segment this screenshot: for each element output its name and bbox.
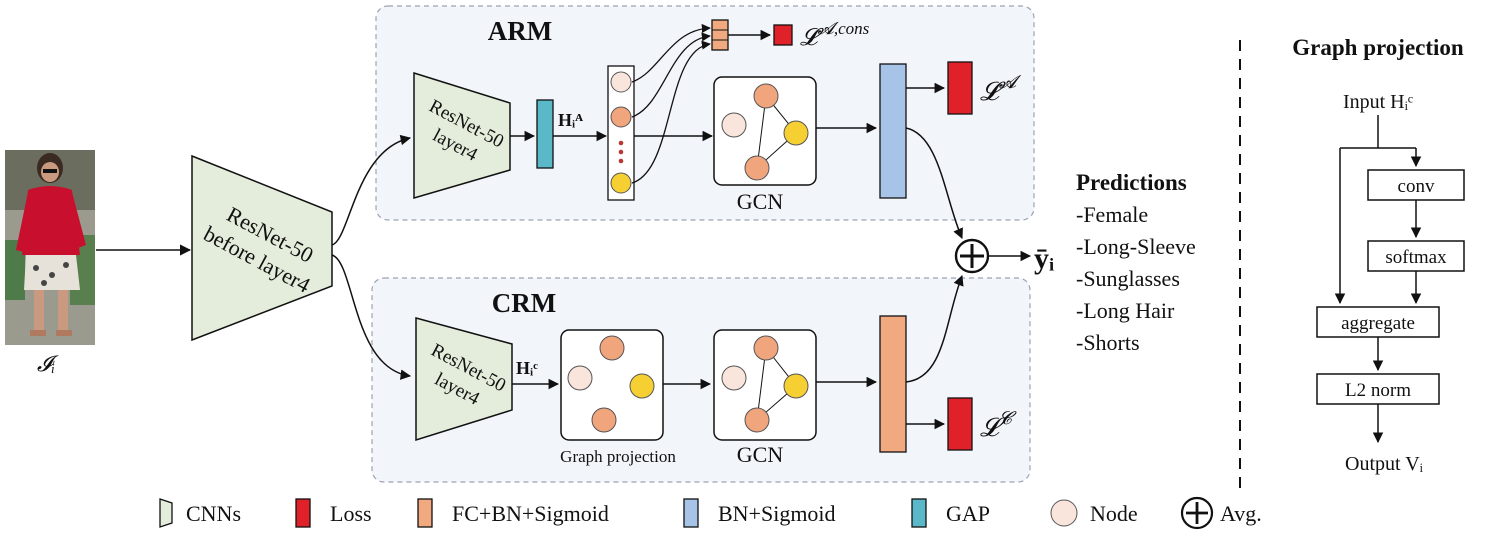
crm-gcn-label: GCN	[737, 442, 784, 467]
arm-cons-fc-block	[711, 19, 729, 51]
legend-bn-swatch	[683, 498, 699, 528]
panel-step-aggregate-box	[1316, 306, 1440, 338]
crm-fc-block	[879, 315, 907, 453]
legend-avg-swatch	[1180, 496, 1214, 530]
legend-loss-swatch	[295, 498, 311, 528]
legend-fc-swatch	[417, 498, 433, 528]
arm-gcn-label: GCN	[737, 189, 784, 214]
prediction-item: -Long Hair	[1076, 298, 1175, 323]
legend-gap-label: GAP	[946, 501, 990, 526]
legend-node-swatch	[1050, 499, 1078, 527]
legend-bn-label: BN+Sigmoid	[718, 501, 836, 526]
panel-step-softmax-label: softmax	[1385, 247, 1447, 268]
panel-step-conv-box	[1367, 169, 1465, 201]
output-label: ȳᵢ	[1034, 242, 1054, 275]
legend-loss-label: Loss	[330, 501, 372, 526]
legend-avg-label: Avg.	[1220, 501, 1262, 526]
predictions-list: -Female -Long-Sleeve -Sunglasses -Long Hair…	[1076, 202, 1196, 355]
arm-node-2	[610, 106, 632, 128]
arm-title: ARM	[488, 16, 552, 46]
crm-feature-label: Hᵢᶜ	[516, 358, 538, 378]
panel-step-aggregate-label: aggregate	[1341, 313, 1415, 334]
legend-fc-label: FC+BN+Sigmoid	[452, 501, 609, 526]
panel-step-l2norm-label: L2 norm	[1345, 380, 1411, 401]
arm-node-1	[610, 71, 632, 93]
prediction-item: -Female	[1076, 202, 1148, 227]
crm-resnet-layer4	[415, 317, 513, 442]
legend: CNNs Loss FC+BN+Sigmoid BN+Sigmoid GAP N…	[159, 496, 1262, 530]
input-label: 𝓘ᵢ	[37, 351, 59, 376]
arm-bn-sigmoid-block	[879, 63, 907, 199]
panel-input-label: Input Hᵢᶜ	[1343, 91, 1413, 113]
crm-loss-block	[947, 397, 973, 451]
crm-title: CRM	[492, 288, 556, 318]
legend-gap-swatch	[911, 498, 927, 528]
crm-graph-projection-label: Graph projection	[560, 447, 676, 466]
arm-resnet-layer4	[413, 71, 511, 199]
backbone-resnet50	[191, 154, 333, 342]
arm-gcn-box	[713, 76, 817, 186]
legend-cnn-swatch	[159, 498, 173, 528]
crm-gcn-box	[713, 329, 817, 441]
prediction-item: -Shorts	[1076, 330, 1140, 355]
legend-node-label: Node	[1090, 501, 1138, 526]
input-image	[5, 150, 95, 345]
arm-cons-loss-block	[773, 24, 793, 46]
crm-graph-projection-box	[560, 329, 664, 441]
panel-title: Graph projection	[1292, 35, 1464, 60]
predictions-title: Predictions	[1076, 170, 1187, 195]
arm-feature-label: Hᵢᴬ	[558, 110, 583, 130]
panel-output-label: Output Vᵢ	[1345, 453, 1424, 475]
panel-step-conv-label: conv	[1398, 176, 1435, 197]
prediction-item: -Long-Sleeve	[1076, 234, 1196, 259]
arm-gap-block	[536, 99, 554, 169]
average-operator	[954, 238, 990, 274]
legend-cnn-label: CNNs	[186, 501, 241, 526]
prediction-item: -Sunglasses	[1076, 266, 1180, 291]
arm-node-3	[610, 172, 632, 194]
arm-loss-block	[947, 61, 973, 115]
